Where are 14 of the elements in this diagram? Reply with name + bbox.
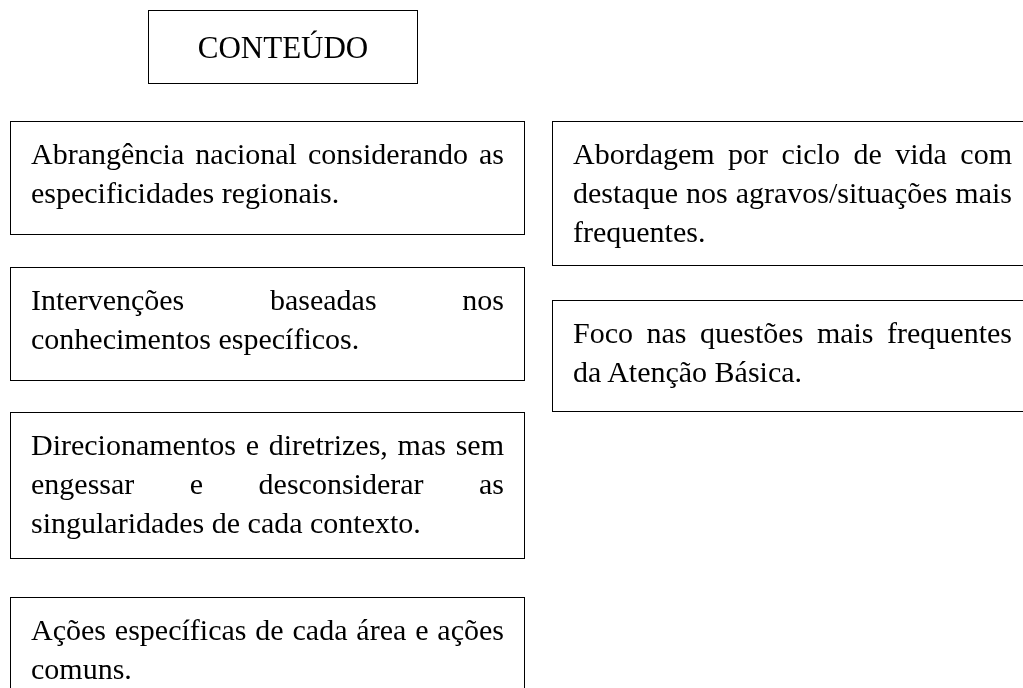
text-box <box>552 300 1023 412</box>
description: Abordagem por ciclo de vida com destaque nos agravos/situações mais frequentes. <box>573 136 1012 250</box>
description: Abrangência nacional considerando as especificidades regionais. <box>31 136 504 211</box>
description: Direcionamentos e diretrizes, mas sem engessar e desconsiderar as singularidades de cada contexto. <box>31 427 504 541</box>
text-box <box>552 121 1023 266</box>
text-box <box>10 267 525 381</box>
heading: CONTEÚDO <box>196 28 370 67</box>
text-box <box>10 412 525 559</box>
title-box <box>148 10 418 84</box>
text-box <box>10 597 525 688</box>
text-box <box>10 121 525 235</box>
description: Intervenções baseadas nos conhecimentos específicos. <box>31 282 504 357</box>
description: Foco nas questões mais frequentes da Atenção Básica. <box>573 315 1012 390</box>
description: Ações específicas de cada área e ações comuns. <box>31 612 504 687</box>
